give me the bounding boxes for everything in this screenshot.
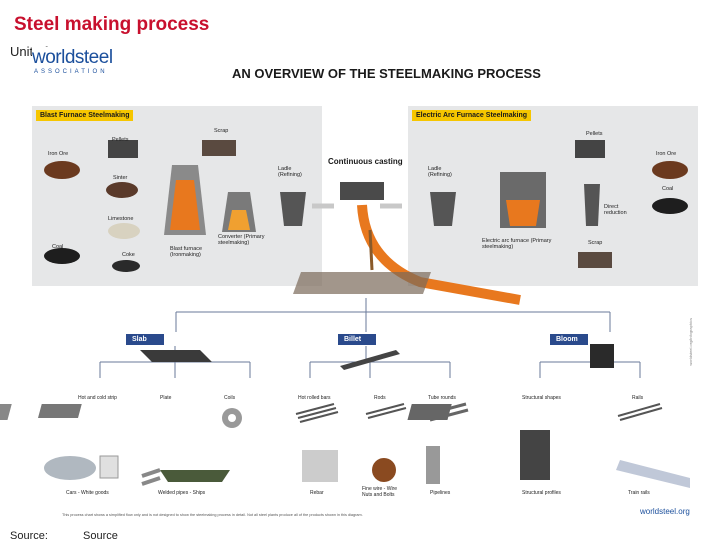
slide-title: Steel making process: [14, 14, 210, 35]
ladle-shape-eaf: [430, 192, 456, 226]
item-plate: Plate: [160, 395, 172, 401]
label-sinter: Sinter: [113, 175, 128, 181]
pellets-machine-bf: [108, 140, 138, 158]
logo-subtitle: ASSOCIATION: [34, 69, 108, 75]
item-tube-rounds: Tube rounds: [428, 395, 456, 401]
roll-table: [292, 272, 432, 294]
label-blast-furnace: Blast furnace (Ironmaking): [170, 246, 203, 258]
tundish-shape: [340, 182, 384, 200]
label-coke: Coke: [122, 252, 135, 258]
diagram-title: AN OVERVIEW OF THE STEELMAKING PROCESS: [232, 66, 541, 81]
pipeline-image: [426, 446, 440, 484]
bars-image: [295, 403, 339, 423]
billet-shape: [340, 350, 400, 370]
iron-ore-pile-eaf: [652, 161, 688, 179]
blast-furnace-header: Blast Furnace Steelmaking: [36, 110, 134, 121]
coke-pile: [112, 260, 140, 272]
use-cars-white-goods: Cars - White goods: [66, 490, 109, 496]
structural-profile-image: [520, 430, 550, 480]
label-scrap-eaf: Scrap: [588, 240, 603, 246]
use-welded-pipes-ships: Welded pipes - Ships: [158, 490, 206, 496]
direct-reduction-tower: [584, 184, 600, 226]
source-value: Source: [83, 530, 118, 542]
source-label: Source:: [10, 530, 48, 542]
worldsteel-url: worldsteel.org: [640, 507, 690, 516]
ladle-shape-bf: [280, 192, 306, 226]
worldsteel-logo: worldsteel ASSOCIATION: [32, 47, 152, 77]
label-eaf: Electric arc furnace (Primary steelmakin…: [482, 238, 552, 250]
wire-coil-image: [372, 458, 396, 482]
side-code: worldsteel.org/infographics: [688, 318, 693, 366]
coal-pile-eaf: [652, 198, 688, 214]
label-iron-ore-bf: Iron Ore: [48, 151, 69, 157]
rebar-image: [302, 450, 338, 482]
slab-box: Slab: [126, 334, 164, 345]
structural-shapes-image: [407, 404, 452, 420]
train-image: [616, 460, 690, 488]
pellets-machine-eaf: [575, 140, 605, 158]
logo-wordmark: worldsteel: [32, 47, 113, 68]
scrap-pile-eaf: [578, 252, 612, 268]
rods-image: [365, 403, 407, 419]
label-limestone: Limestone: [108, 216, 134, 222]
label-iron-ore-eaf: Iron Ore: [656, 151, 677, 157]
rails-image: [617, 403, 663, 421]
label-coal-eaf: Coal: [662, 186, 674, 192]
label-converter: Converter (Primary steelmaking): [218, 234, 265, 246]
item-rails: Rails: [632, 395, 644, 401]
electric-arc-panel: Electric Arc Furnace Steelmaking: [408, 106, 698, 286]
label-continuous-casting: Continuous casting: [328, 157, 403, 166]
item-hot-rolled-bars: Hot rolled bars: [298, 395, 331, 401]
iron-ore-pile: [44, 161, 80, 179]
label-pellets-eaf: Pellets: [586, 131, 603, 137]
car-image: [44, 456, 96, 480]
item-structural-shapes: Structural shapes: [522, 395, 561, 401]
strip-image: [0, 404, 12, 420]
sinter-pile: [106, 182, 138, 198]
use-train-rails: Train rails: [628, 490, 650, 496]
pipes-image: [141, 468, 161, 486]
washing-machine-image: [99, 455, 119, 479]
item-coils: Coils: [224, 395, 236, 401]
item-hot-cold-strip: Hot and cold strip: [78, 395, 117, 401]
label-ladle-eaf: Ladle (Refining): [428, 166, 452, 178]
coal-pile-bf: [44, 248, 80, 264]
plate-image: [37, 404, 82, 418]
billet-box: Billet: [338, 334, 376, 345]
label-direct-reduction: Direct reduction: [604, 204, 627, 216]
use-wire-nuts-bolts: Fine wire - Wire Nuts and Bolts: [362, 486, 398, 498]
bloom-shape: [590, 344, 614, 368]
use-pipelines: Pipelines: [430, 490, 451, 496]
scrap-pile-bf: [202, 140, 236, 156]
use-rebar: Rebar: [310, 490, 324, 496]
label-pellets-bf: Pellets: [112, 137, 129, 143]
item-rods: Rods: [374, 395, 386, 401]
limestone-pile: [108, 223, 140, 239]
label-ladle-bf: Ladle (Refining): [278, 166, 302, 178]
slab-shape: [140, 350, 212, 362]
label-coal-bf: Coal: [52, 244, 64, 250]
bloom-box: Bloom: [550, 334, 588, 345]
use-structural-profiles: Structural profiles: [522, 490, 561, 496]
diagram-footnote: This process chart shows a simplified fl…: [62, 513, 363, 517]
ship-image: [160, 470, 230, 482]
label-scrap-bf: Scrap: [214, 128, 229, 134]
electric-arc-header: Electric Arc Furnace Steelmaking: [412, 110, 532, 121]
